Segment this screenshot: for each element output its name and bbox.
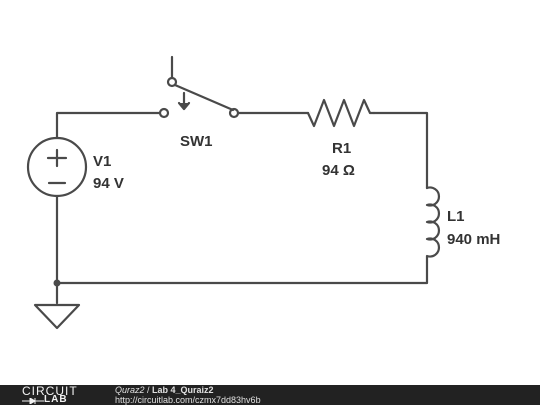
circuit-byline: Quraz2 / Lab 4_Quraiz2 <box>115 385 214 395</box>
wire-left-top <box>55 111 162 140</box>
wire-inductor-to-bottom <box>55 260 429 285</box>
schematic-diagram: SW1 V1 94 V R1 94 Ω L1 940 mH <box>26 55 500 330</box>
resistor-value: 94 Ω <box>322 162 355 179</box>
inductor-symbol <box>425 186 441 264</box>
ground-symbol <box>33 303 81 330</box>
junction-dot <box>53 279 61 287</box>
switch-symbol <box>158 55 240 119</box>
resistor-name: R1 <box>332 140 351 157</box>
voltage-source-name: V1 <box>93 153 111 170</box>
wire-resistor-to-inductor <box>372 111 429 190</box>
inductor-name: L1 <box>447 208 465 225</box>
circuit-url[interactable]: http://circuitlab.com/czmx7dd83hv6b <box>115 395 261 405</box>
switch-name: SW1 <box>180 133 213 150</box>
author-link[interactable]: Quraz2 <box>115 385 145 395</box>
plus-sign <box>46 148 68 168</box>
inductor-value: 940 mH <box>447 231 500 248</box>
voltage-source-value: 94 V <box>93 175 124 192</box>
logo-text-circuit: CIRCUIT <box>22 384 78 398</box>
footer-bar: CIRCUIT LAB Quraz2 / Lab 4_Quraiz2 http:… <box>0 384 540 405</box>
logo-text-lab: LAB <box>44 394 68 405</box>
circuit-title[interactable]: Lab 4_Quraiz2 <box>152 385 214 395</box>
voltage-source-symbol <box>26 136 88 198</box>
resistor-symbol <box>306 98 376 128</box>
byline-separator: / <box>144 385 153 395</box>
circuitlab-logo[interactable]: CIRCUIT LAB <box>22 384 94 405</box>
logo-wire-icon <box>22 398 44 404</box>
